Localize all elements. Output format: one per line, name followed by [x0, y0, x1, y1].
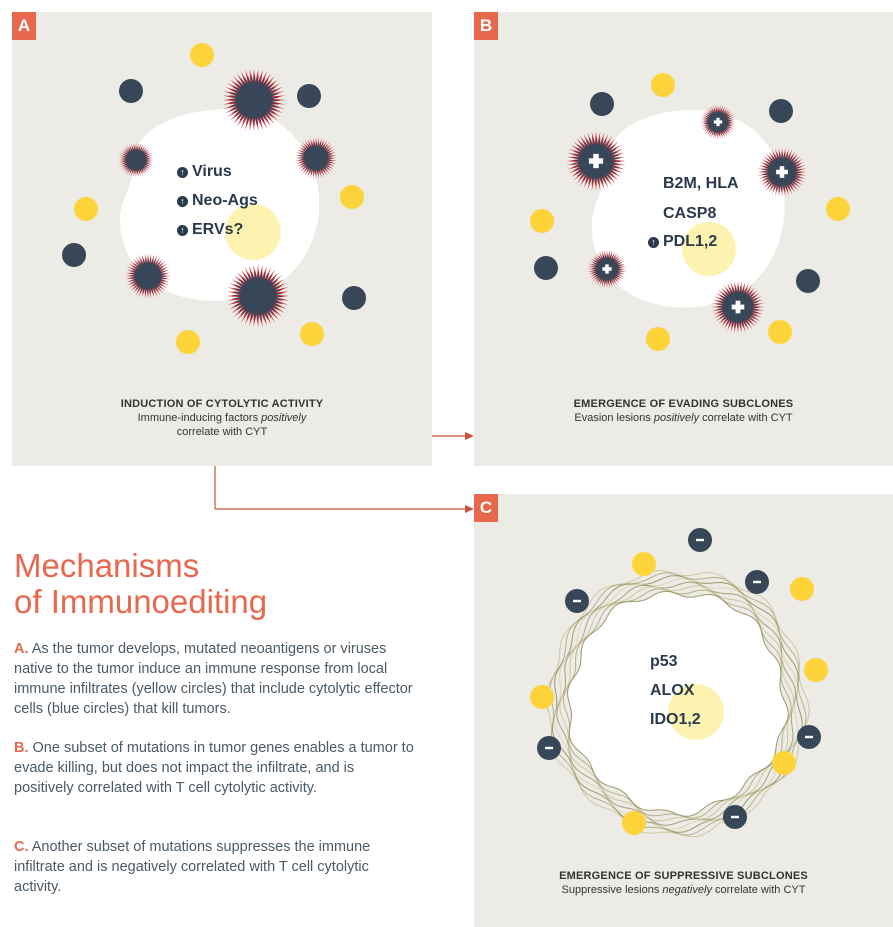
immune-cell-yellow	[340, 185, 364, 209]
up-arrow-icon: ↑	[177, 195, 188, 207]
immune-cell-yellow	[804, 658, 828, 682]
description-b: B. One subset of mutations in tumor gene…	[14, 740, 414, 796]
cytolytic-cell-active	[295, 137, 337, 179]
suppressed-cell-minus	[745, 570, 769, 594]
immune-cell-yellow	[768, 320, 792, 344]
suppressed-cell-minus	[723, 805, 747, 829]
evading-cell-plus	[587, 249, 627, 289]
panel-c-caption-title: EMERGENCE OF SUPPRESSIVE SUBCLONES	[559, 870, 808, 882]
up-arrow-icon: ↑	[648, 236, 659, 248]
panel-c-caption-line: Suppressive lesions negatively correlate…	[561, 884, 806, 896]
evading-cell-plus	[757, 147, 807, 197]
label-neo-ags: ↑ Neo-Ags	[177, 192, 258, 210]
label-ervs: ↑ ERVs?	[177, 221, 243, 239]
label-b2m-hla: B2M, HLA	[663, 175, 739, 192]
suppressed-cell-minus	[565, 589, 589, 613]
evading-cell-plus	[711, 280, 765, 334]
cytolytic-cell-blue	[769, 99, 793, 123]
panel-c-diagram	[530, 528, 828, 838]
cytolytic-cell-blue	[796, 269, 820, 293]
minus-icon	[805, 735, 813, 739]
suppressed-cell-minus	[688, 528, 712, 552]
up-arrow-icon: ↑	[177, 224, 188, 236]
panel-c: C p53 ALOX IDO1,2 EMERGENCE OF SUPPRESSI…	[474, 494, 893, 927]
minus-icon	[731, 815, 739, 819]
immune-cell-yellow	[632, 552, 656, 576]
minus-icon	[753, 580, 761, 584]
panel-a: A ↑ Virus ↑ Neo-Ags ↑ ERVs? INDUCTION OF…	[12, 12, 432, 466]
cytolytic-cell-blue	[590, 92, 614, 116]
panel-b-diagram	[530, 73, 850, 351]
immune-cell-yellow	[772, 751, 796, 775]
cytolytic-cell-blue	[119, 79, 143, 103]
cytolytic-cell-blue	[297, 84, 321, 108]
cell-nucleus	[682, 222, 736, 276]
label-casp8: CASP8	[663, 205, 717, 222]
label-alox: ALOX	[650, 682, 695, 699]
panel-a-diagram	[62, 43, 366, 354]
description-a: A. As the tumor develops, mutated neoant…	[14, 641, 413, 717]
label-p53: p53	[650, 653, 678, 670]
page-title: Mechanisms of Immunoediting	[14, 547, 268, 620]
cytolytic-cell-blue	[534, 256, 558, 280]
panel-a-badge: A	[12, 12, 36, 40]
tumor-cell	[591, 109, 785, 308]
immune-cell-yellow	[651, 73, 675, 97]
minus-icon	[696, 538, 704, 542]
up-arrow-icon: ↑	[177, 166, 188, 178]
immune-cell-yellow	[622, 811, 646, 835]
label-virus: ↑ Virus	[177, 163, 232, 181]
panel-b-caption: EMERGENCE OF EVADING SUBCLONES Evasion l…	[474, 397, 893, 425]
panel-a-caption-line2: correlate with CYT	[176, 426, 268, 438]
panel-b-caption-line: Evasion lesions positively correlate wit…	[574, 412, 793, 424]
immune-cell-yellow	[530, 685, 554, 709]
minus-icon	[573, 599, 581, 603]
cytolytic-cell-active	[222, 68, 286, 132]
immune-cell-yellow	[646, 327, 670, 351]
description-c: C. Another subset of mutations suppresse…	[14, 839, 371, 895]
cytolytic-cell-active	[125, 253, 171, 299]
panel-a-caption: INDUCTION OF CYTOLYTIC ACTIVITY Immune-i…	[12, 397, 432, 439]
cytolytic-cell-blue	[342, 286, 366, 310]
immune-cell-yellow	[176, 330, 200, 354]
panel-b-badge: B	[474, 12, 498, 40]
panel-b-caption-title: EMERGENCE OF EVADING SUBCLONES	[573, 398, 794, 410]
evading-cell-plus	[566, 131, 626, 191]
immune-cell-yellow	[190, 43, 214, 67]
panel-a-caption-title: INDUCTION OF CYTOLYTIC ACTIVITY	[120, 398, 324, 410]
panel-c-badge: C	[474, 494, 498, 522]
suppressed-cell-minus	[537, 736, 561, 760]
cytolytic-cell-active	[118, 142, 154, 178]
panel-a-caption-line1: Immune-inducing factors positively	[137, 412, 307, 424]
immune-cell-yellow	[790, 577, 814, 601]
panel-b: B B2M, HLA CASP8 ↑ PDL1,2 EMERGENCE OF E…	[474, 12, 893, 466]
immune-cell-yellow	[530, 209, 554, 233]
cytolytic-cell-active	[226, 264, 290, 328]
label-pdl12: ↑ PDL1,2	[648, 233, 717, 251]
cell-nucleus	[668, 684, 724, 740]
immune-cell-yellow	[300, 322, 324, 346]
panel-c-caption: EMERGENCE OF SUPPRESSIVE SUBCLONES Suppr…	[474, 869, 893, 897]
suppressed-cell-minus	[797, 725, 821, 749]
evading-cell-plus	[700, 104, 736, 140]
immune-cell-yellow	[74, 197, 98, 221]
immune-cell-yellow	[826, 197, 850, 221]
minus-icon	[545, 746, 553, 750]
label-ido12: IDO1,2	[650, 711, 701, 728]
cell-nucleus	[225, 204, 281, 260]
cytolytic-cell-blue	[62, 243, 86, 267]
